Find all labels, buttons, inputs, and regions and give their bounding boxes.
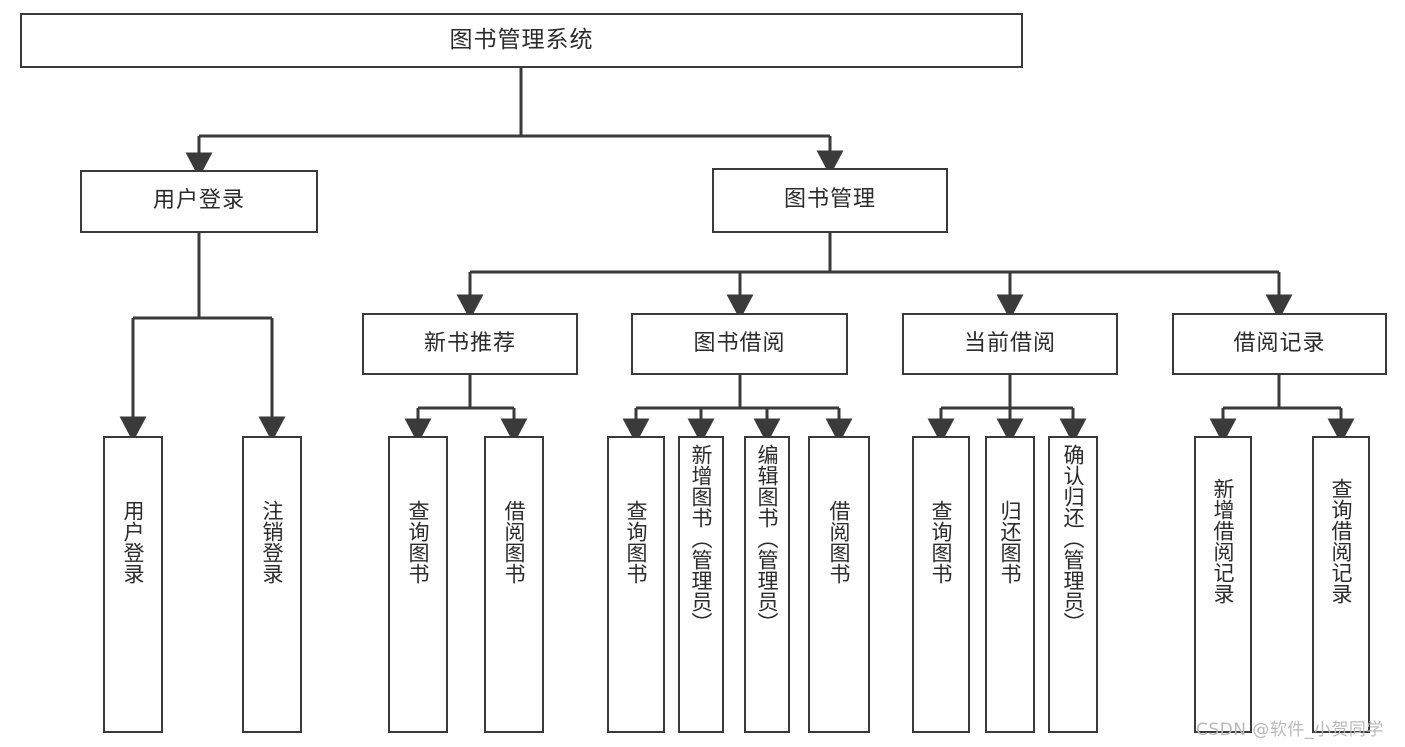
node-borrow-record[interactable]: 借阅记录 bbox=[1172, 313, 1387, 375]
leaf-edit-book-admin[interactable]: 编辑图书（管理员） bbox=[744, 436, 790, 733]
leaf-user-login[interactable]: 用户登录 bbox=[103, 436, 163, 733]
leaf-add-book-admin[interactable]: 新增图书（管理员） bbox=[678, 436, 724, 733]
leaf-add-book-admin-label: 新增图书（管理员） bbox=[689, 444, 714, 633]
leaf-borrow-book-recommend[interactable]: 借阅图书 bbox=[484, 436, 544, 733]
leaf-user-login-label: 用户登录 bbox=[121, 500, 146, 584]
leaf-add-borrow-record-label: 新增借阅记录 bbox=[1211, 478, 1236, 604]
leaf-query-borrow-record[interactable]: 查询借阅记录 bbox=[1312, 436, 1370, 733]
node-root[interactable]: 图书管理系统 bbox=[20, 13, 1023, 68]
leaf-query-book-recommend-label: 查询图书 bbox=[406, 500, 431, 584]
leaf-user-logout[interactable]: 注销登录 bbox=[242, 436, 302, 733]
node-current-borrow[interactable]: 当前借阅 bbox=[902, 313, 1118, 375]
leaf-edit-book-admin-label: 编辑图书（管理员） bbox=[755, 444, 780, 633]
node-new-book-recommend-label: 新书推荐 bbox=[423, 330, 516, 356]
node-current-borrow-label: 当前借阅 bbox=[963, 330, 1056, 356]
leaf-query-borrow-record-label: 查询借阅记录 bbox=[1329, 478, 1354, 604]
node-root-label: 图书管理系统 bbox=[449, 26, 594, 53]
node-book-management-label: 图书管理 bbox=[783, 187, 876, 213]
leaf-query-book-borrow[interactable]: 查询图书 bbox=[607, 436, 665, 733]
node-book-borrow-label: 图书借阅 bbox=[693, 330, 786, 356]
leaf-confirm-return-admin[interactable]: 确认归还（管理员） bbox=[1048, 436, 1098, 733]
leaf-borrow-book[interactable]: 借阅图书 bbox=[808, 436, 870, 733]
leaf-borrow-book-label: 借阅图书 bbox=[827, 500, 852, 584]
node-borrow-record-label: 借阅记录 bbox=[1233, 330, 1326, 356]
leaf-query-book-current[interactable]: 查询图书 bbox=[912, 436, 970, 733]
leaf-return-book-label: 归还图书 bbox=[998, 500, 1023, 584]
leaf-borrow-book-recommend-label: 借阅图书 bbox=[502, 500, 527, 584]
csdn-watermark: CSDN @软件_小贺同学 bbox=[1196, 720, 1384, 740]
leaf-add-borrow-record[interactable]: 新增借阅记录 bbox=[1194, 436, 1252, 733]
leaf-query-book-current-label: 查询图书 bbox=[929, 500, 954, 584]
leaf-user-logout-label: 注销登录 bbox=[260, 500, 285, 584]
node-new-book-recommend[interactable]: 新书推荐 bbox=[362, 313, 578, 375]
leaf-return-book[interactable]: 归还图书 bbox=[985, 436, 1035, 733]
node-user-login[interactable]: 用户登录 bbox=[80, 170, 318, 233]
leaf-confirm-return-admin-label: 确认归还（管理员） bbox=[1061, 444, 1086, 633]
leaf-query-book-borrow-label: 查询图书 bbox=[624, 500, 649, 584]
node-book-management[interactable]: 图书管理 bbox=[712, 168, 948, 233]
node-user-login-label: 用户登录 bbox=[152, 188, 245, 214]
leaf-query-book-recommend[interactable]: 查询图书 bbox=[388, 436, 448, 733]
node-book-borrow[interactable]: 图书借阅 bbox=[631, 313, 848, 375]
